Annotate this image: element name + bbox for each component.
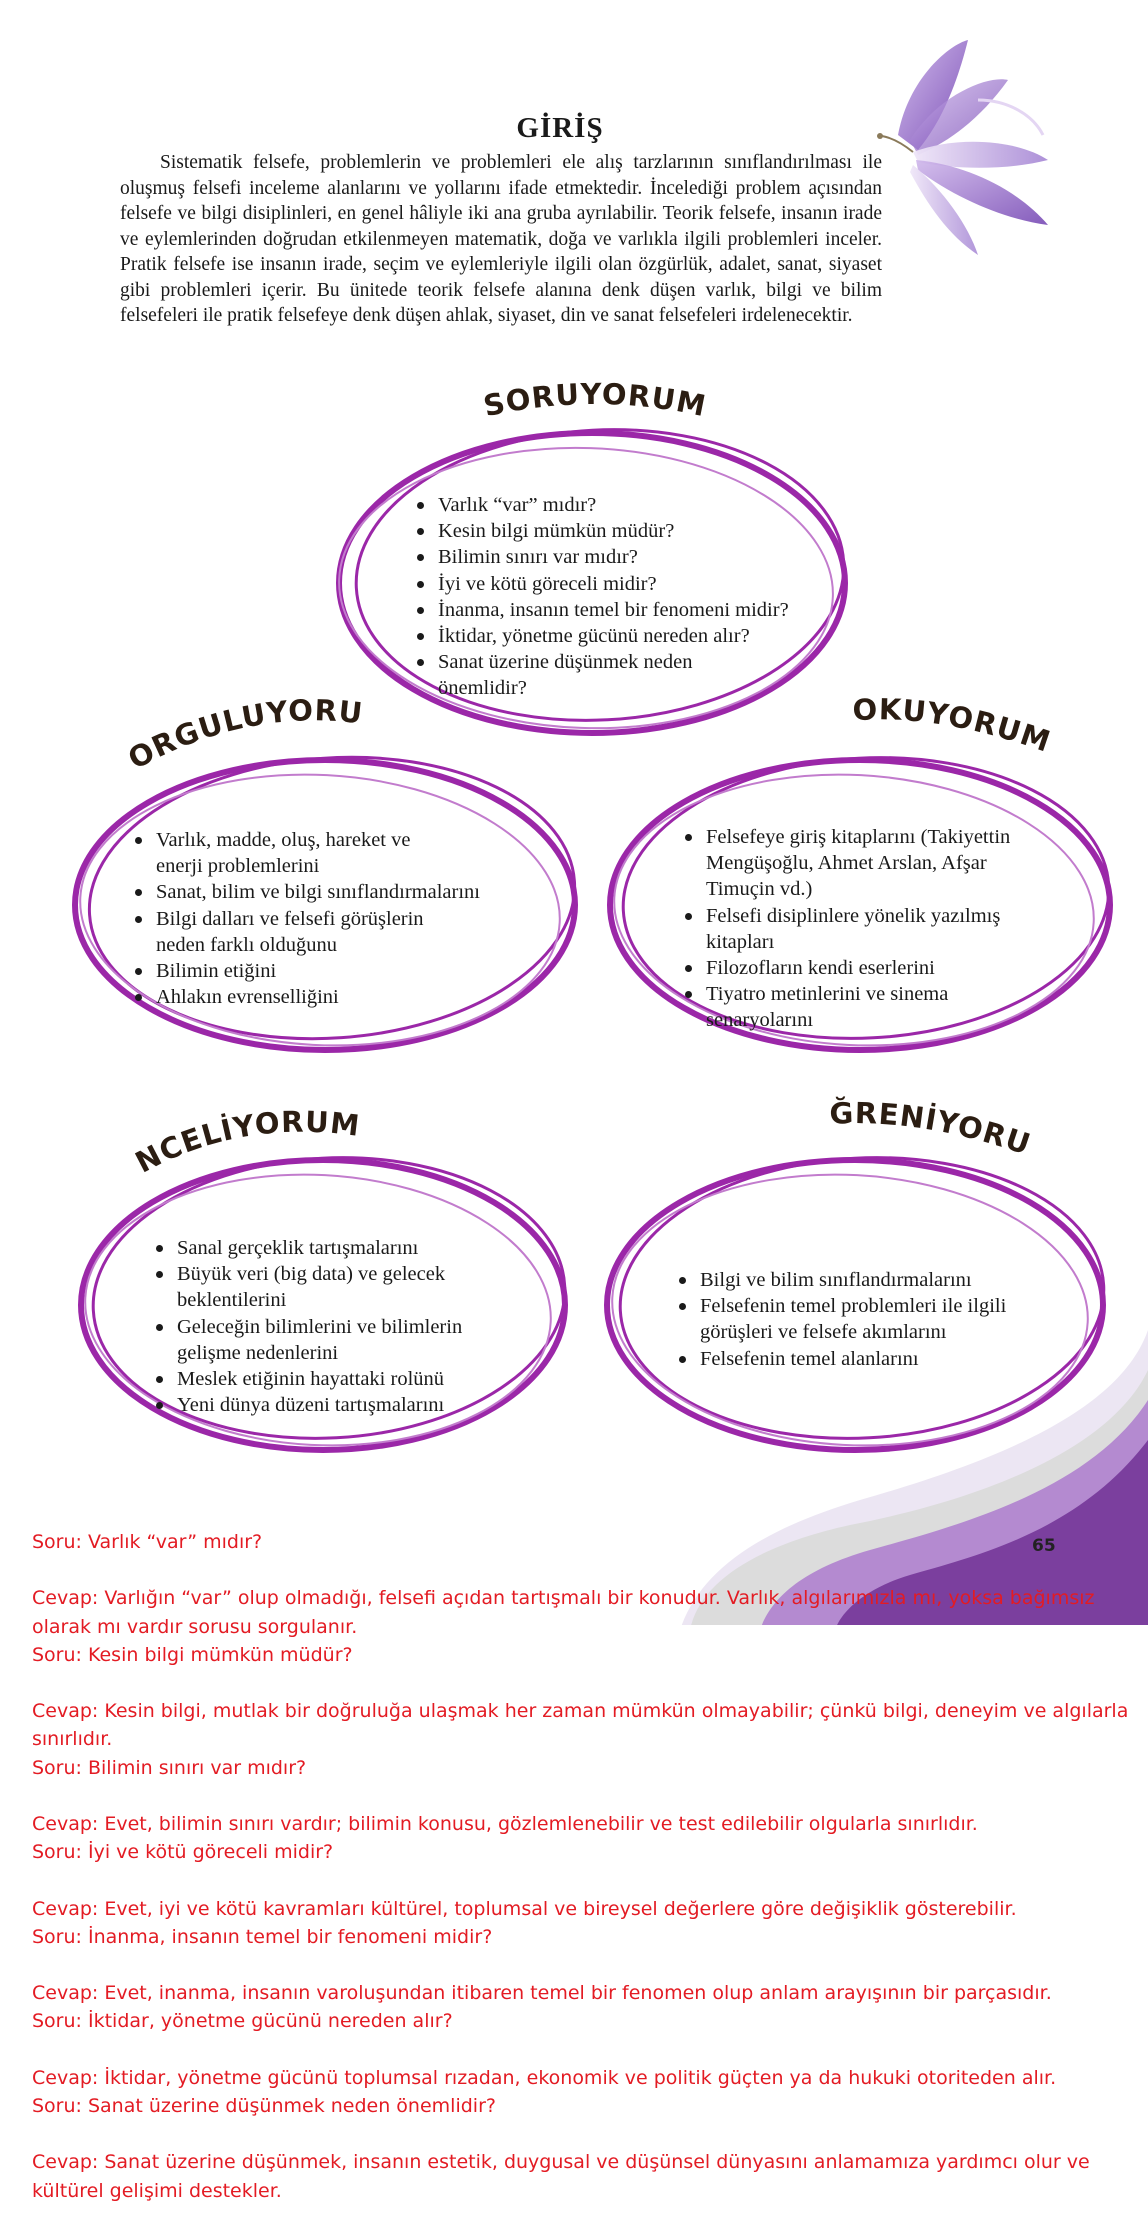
list-item: Felsefi disiplinlere yönelik yazılmış ki…: [685, 903, 1046, 955]
ogreniyorum-list: Bilgi ve bilim sınıflandırmalarını Felse…: [672, 1267, 1060, 1372]
page-number: 65: [1032, 1536, 1056, 1556]
qa-item: Soru: İktidar, yönetme gücünü nereden al…: [32, 2007, 1142, 2092]
question-text: Soru: Kesin bilgi mümkün müdür?: [32, 1643, 353, 1666]
textbook-page: GİRİŞ Sistematik felsefe, problemlerin v…: [55, 40, 1148, 1625]
question-text: Soru: Sanat üzerine düşünmek neden öneml…: [32, 2094, 496, 2117]
page-title: GİRİŞ: [516, 112, 604, 144]
question-text: Soru: Varlık “var” mıdır?: [32, 1531, 263, 1553]
list-item: Felsefenin temel alanlarını: [679, 1346, 1060, 1372]
inceliyorum-ring: [78, 1156, 568, 1453]
answer-text: Cevap: Varlığın “var” olup olmadığı, fel…: [32, 1587, 1095, 1638]
list-item: Meslek etiğinin hayattaki rolünü: [156, 1366, 537, 1392]
answer-text: Cevap: Sanat üzerine düşünmek, insanın e…: [32, 2151, 1090, 2202]
sorguluyorum-list: Varlık, madde, oluş, hareket ve enerji p…: [128, 827, 556, 1010]
list-item: Varlık “var” mıdır?: [417, 492, 858, 518]
qa-item: Soru: Sanat üzerine düşünmek neden öneml…: [32, 2092, 1142, 2205]
qa-item: Soru: İnanma, insanın temel bir fenomeni…: [32, 1923, 1142, 2008]
answer-text: Cevap: İktidar, yönetme gücünü toplumsal…: [32, 2066, 1057, 2089]
answer-text: Cevap: Kesin bilgi, mutlak bir doğruluğa…: [32, 1700, 1129, 1751]
okuyorum-list: Felsefeye giriş kitaplarını (Takiyettin …: [678, 824, 1046, 1034]
list-item: Sanat, bilim ve bilgi sınıflandırmaların…: [135, 879, 556, 905]
inceliyorum-list: Sanal gerçeklik tartışmalarını Büyük ver…: [149, 1235, 537, 1418]
list-item: Ahlakın evrenselliğini: [135, 984, 556, 1010]
soruyorum-section: SORUYORUM Varlık “var” mıdır? Kesin bilg…: [330, 370, 860, 755]
question-text: Soru: İktidar, yönetme gücünü nereden al…: [32, 2010, 453, 2033]
ogreniyorum-ring: [604, 1156, 1106, 1453]
list-item: Geleceğin bilimlerini ve bilimlerin geli…: [156, 1314, 517, 1366]
qa-item: Soru: Varlık “var” mıdır? Cevap: Varlığı…: [32, 1528, 1142, 1641]
intro-text: Sistematik felsefe, problemlerin ve prob…: [120, 152, 882, 326]
soruyorum-title: SORUYORUM: [481, 377, 709, 423]
intro-paragraph: Sistematik felsefe, problemlerin ve prob…: [120, 150, 882, 329]
soruyorum-list: Varlık “var” mıdır? Kesin bilgi mümkün m…: [410, 492, 858, 702]
list-item: Tiyatro metinlerini ve sinema senaryolar…: [685, 981, 1006, 1033]
qa-item: Soru: Bilimin sınırı var mıdır? Cevap: E…: [32, 1754, 1142, 1839]
list-item: Yeni dünya düzeni tartışmalarını: [156, 1392, 537, 1418]
list-item: Büyük veri (big data) ve gelecek beklent…: [156, 1261, 497, 1313]
qa-item: Soru: Kesin bilgi mümkün müdür? Cevap: K…: [32, 1641, 1142, 1754]
list-item: Bilimin sınırı var mıdır?: [417, 544, 858, 570]
okuyorum-ring: [607, 756, 1113, 1053]
question-text: Soru: İnanma, insanın temel bir fenomeni…: [32, 1925, 493, 1948]
answer-text: Cevap: Evet, iyi ve kötü kavramları kült…: [32, 1897, 1017, 1920]
list-item: Varlık, madde, oluş, hareket ve enerji p…: [135, 827, 456, 879]
list-item: İktidar, yönetme gücünü nereden alır?: [417, 623, 858, 649]
list-item: Sanat üzerine düşünmek neden önemlidir?: [417, 649, 738, 701]
list-item: İyi ve kötü göreceli midir?: [417, 571, 858, 597]
soruyorum-ring: [336, 428, 848, 736]
qa-section: Soru: Varlık “var” mıdır? Cevap: Varlığı…: [32, 1528, 1142, 2205]
decorative-wave: [681, 1330, 1148, 1625]
list-item: Kesin bilgi mümkün müdür?: [417, 518, 858, 544]
list-item: Bilgi ve bilim sınıflandırmalarını: [679, 1267, 1060, 1293]
list-item: Felsefeye giriş kitaplarını (Takiyettin …: [685, 824, 1026, 903]
sorguluyorum-section: SORGULUYORUM Varlık, madde, oluş, hareke…: [55, 663, 590, 1070]
answer-text: Cevap: Evet, inanma, insanın varoluşunda…: [32, 1982, 1052, 2005]
okuyorum-title: OKUYORUM: [852, 692, 1054, 759]
okuyorum-section: OKUYORUM Felsefeye giriş kitaplarını (Ta…: [600, 690, 1120, 1070]
list-item: Sanal gerçeklik tartışmalarını: [156, 1235, 537, 1261]
butterfly-icon: [877, 40, 1048, 255]
list-item: Bilgi dalları ve felsefi görüşlerin nede…: [135, 906, 476, 958]
sorguluyorum-ring: [72, 755, 578, 1053]
list-item: Felsefenin temel problemleri ile ilgili …: [679, 1293, 1040, 1345]
list-item: Bilimin etiğini: [135, 958, 556, 984]
list-item: Filozofların kendi eserlerini: [685, 955, 1046, 981]
list-item: İnanma, insanın temel bir fenomeni midir…: [417, 597, 858, 623]
question-text: Soru: İyi ve kötü göreceli midir?: [32, 1841, 334, 1864]
question-text: Soru: Bilimin sınırı var mıdır?: [32, 1756, 307, 1779]
answer-text: Cevap: Evet, bilimin sınırı vardır; bili…: [32, 1812, 978, 1835]
qa-item: Soru: İyi ve kötü göreceli midir? Cevap:…: [32, 1838, 1142, 1923]
